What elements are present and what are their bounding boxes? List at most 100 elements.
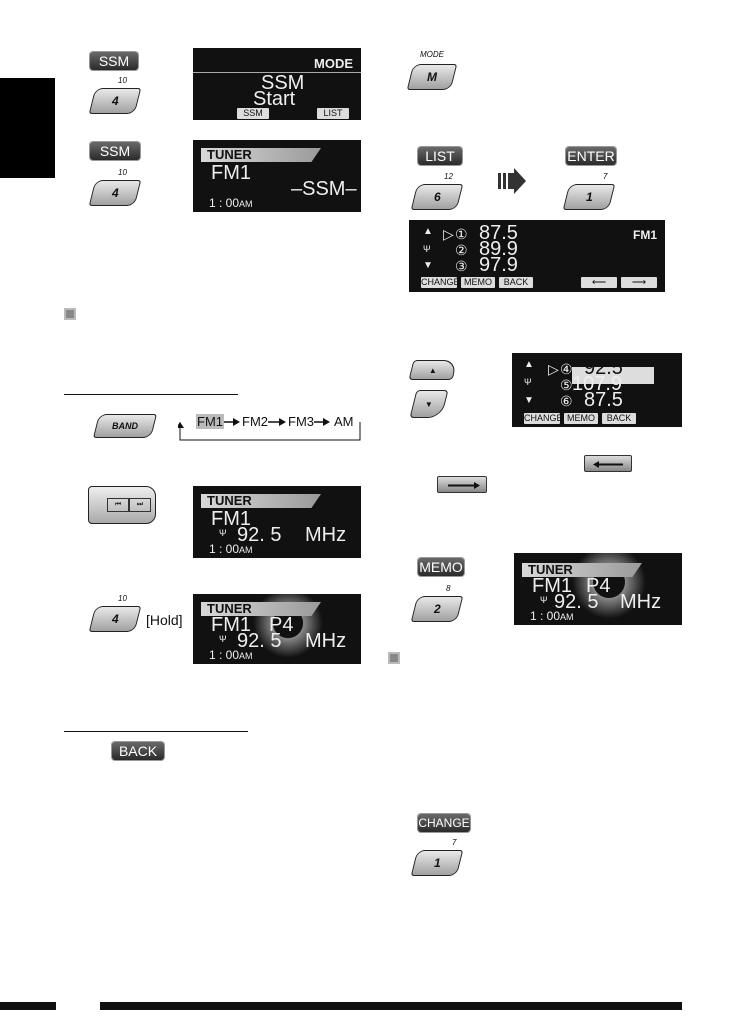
- ssm-chip: SSM: [90, 52, 138, 70]
- softkey-list: LIST: [317, 108, 349, 119]
- preset-4-button[interactable]: 4: [88, 606, 142, 632]
- frequency-display: TUNER FM1 Ψ 92. 5 MHz 1 : 00AM: [193, 486, 361, 558]
- band-fm2: FM2: [242, 414, 268, 429]
- preset-num: ⑥: [560, 393, 573, 409]
- preset-num: ①: [455, 226, 468, 242]
- up-arrow-icon: ▲: [524, 359, 534, 370]
- band-text: FM1: [633, 228, 657, 242]
- band-text: FM1: [211, 508, 251, 530]
- softkey-back: BACK: [499, 277, 533, 288]
- softkey-back: BACK: [602, 413, 636, 424]
- mode-label: MODE: [314, 56, 353, 71]
- tuner-label: TUNER: [201, 148, 321, 162]
- ssm-text: SSM: [261, 72, 305, 94]
- tuner-label: TUNER: [201, 494, 321, 508]
- key-number-label: 12: [444, 172, 453, 181]
- cursor-icon: ▷: [443, 226, 454, 242]
- back-chip: BACK: [112, 742, 164, 760]
- ssm-start-display: MODE SSM Start SSM LIST: [193, 48, 361, 120]
- preset-num: ⑤: [560, 377, 573, 393]
- preset-1-button[interactable]: 1: [562, 184, 616, 210]
- ssm-search-display: TUNER FM1 –SSM– 1 : 00AM: [193, 140, 361, 212]
- section-bullet-icon: [388, 652, 400, 664]
- cursor-icon: ▷: [548, 361, 559, 377]
- band-fm3: FM3: [288, 414, 314, 429]
- softkey-prev-icon: ⟵: [581, 277, 617, 288]
- frequency-text: 92. 5: [554, 591, 599, 613]
- preset-freq: 107.9: [572, 373, 623, 395]
- unit-text: MHz: [305, 630, 347, 652]
- softkey-memo: MEMO: [564, 413, 598, 424]
- list-chip: LIST: [418, 147, 462, 165]
- softkey-next-icon: ⟶: [621, 277, 657, 288]
- preset-freq: 87.5: [584, 389, 623, 411]
- preset-6-button[interactable]: 6: [410, 184, 464, 210]
- key-number-label: 10: [118, 76, 127, 85]
- frequency-text: 92. 5: [237, 524, 282, 546]
- antenna-icon: Ψ: [219, 634, 227, 644]
- mode-button[interactable]: M: [406, 64, 458, 90]
- softkey-change: CHANGE: [524, 413, 563, 424]
- section-bullet-icon: [64, 308, 76, 320]
- up-button[interactable]: ▲: [408, 360, 458, 380]
- preset-2-button[interactable]: 2: [410, 596, 464, 622]
- prev-page-button[interactable]: [584, 455, 632, 472]
- preset-num: ③: [455, 258, 468, 274]
- preset-freq: 87.5: [479, 222, 518, 244]
- preset-num: ②: [455, 242, 468, 258]
- preset-freq: 92.5: [584, 357, 623, 379]
- seek-forward-icon[interactable]: ⏭: [129, 498, 151, 512]
- preset-4-button[interactable]: 4: [88, 88, 142, 114]
- ssm-chip: SSM: [90, 142, 140, 160]
- band-text: FM1: [532, 575, 572, 597]
- preset-list-display-page2: ▲ Ψ ▼ ▷ ④ 92.5 ⑤ 107.9 ⑥ 87.5 CHANGE MEM…: [512, 353, 682, 427]
- key-number-label: 7: [603, 172, 608, 181]
- preset-freq: 89.9: [479, 238, 518, 260]
- preset-freq: 97.9: [479, 254, 518, 276]
- memo-stored-display: TUNER FM1 P4 Ψ 92. 5 MHz 1 : 00AM: [514, 553, 682, 625]
- enter-chip: ENTER: [566, 147, 616, 165]
- key-number-label: 7: [452, 838, 457, 847]
- clock-text: 1 : 00AM: [209, 542, 253, 556]
- preset-text: P4: [269, 614, 294, 636]
- memo-chip: MEMO: [418, 558, 464, 576]
- key-number-label: 10: [118, 594, 127, 603]
- clock-text: 1 : 00AM: [209, 196, 253, 210]
- footer-bar: [100, 1002, 682, 1010]
- down-button[interactable]: ▼: [409, 390, 449, 418]
- preset-1-button[interactable]: 1: [410, 850, 464, 876]
- preset-num: ④: [560, 361, 573, 377]
- key-number-label: 8: [446, 584, 451, 593]
- down-arrow-icon: ▼: [423, 260, 433, 271]
- antenna-icon: Ψ: [540, 595, 548, 605]
- down-arrow-icon: ▼: [524, 395, 534, 406]
- clock-text: 1 : 00AM: [209, 648, 253, 662]
- band-button[interactable]: BAND: [93, 414, 157, 438]
- hold-label: [Hold]: [146, 612, 183, 628]
- preset-4-button[interactable]: 4: [88, 180, 142, 206]
- tuner-label: TUNER: [201, 602, 321, 616]
- preset-stored-display: TUNER FM1 P4 Ψ 92. 5 MHz 1 : 00AM: [193, 594, 361, 664]
- tuner-label: TUNER: [522, 563, 642, 577]
- clock-text: 1 : 00AM: [530, 609, 574, 623]
- key-number-label: 10: [118, 168, 127, 177]
- mode-label: MODE: [420, 50, 444, 59]
- ssm-indicator: –SSM–: [291, 178, 357, 200]
- antenna-icon: Ψ: [219, 528, 227, 538]
- softkey-change: CHANGE: [421, 277, 460, 288]
- up-arrow-icon: ▲: [423, 226, 433, 237]
- frequency-text: 92. 5: [237, 630, 282, 652]
- divider: [64, 394, 238, 395]
- antenna-icon: Ψ: [524, 377, 532, 387]
- seek-buttons[interactable]: ⏮ ⏭: [88, 486, 156, 524]
- divider: [64, 731, 248, 732]
- change-chip: CHANGE: [418, 814, 470, 832]
- softkey-memo: MEMO: [461, 277, 495, 288]
- next-page-button[interactable]: [437, 476, 487, 493]
- band-text: FM1: [211, 162, 251, 184]
- arrow-right-icon: [498, 168, 526, 194]
- language-side-tab: [0, 78, 55, 178]
- band-fm1: FM1: [196, 414, 224, 429]
- footer-bar-left: [0, 1002, 56, 1010]
- seek-back-icon[interactable]: ⏮: [107, 498, 129, 512]
